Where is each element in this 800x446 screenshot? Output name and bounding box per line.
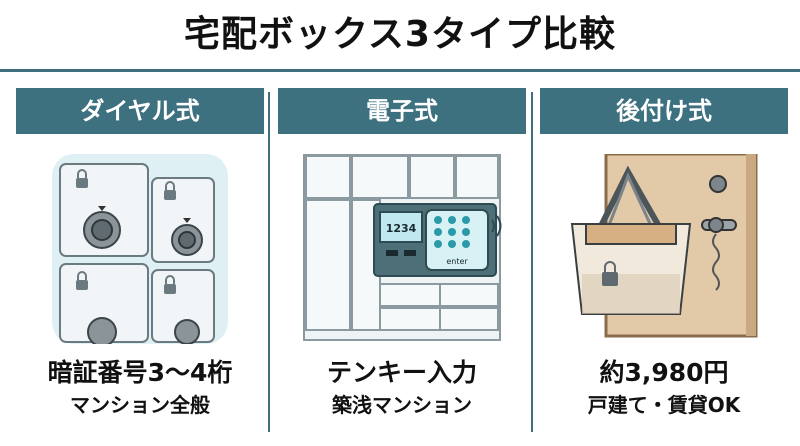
- dial-lock-locker-icon: [16, 154, 264, 344]
- keypad-locker-icon: 1234 enter: [278, 154, 526, 344]
- column-divider: [531, 92, 533, 432]
- keypad-enter-label: enter: [446, 257, 468, 266]
- page-title: 宅配ボックス3タイプ比較: [184, 14, 616, 55]
- column-header: 電子式: [278, 88, 526, 134]
- column-header: 後付け式: [540, 88, 788, 134]
- column-retrofit-type: 後付け式 約3,980円 戸建て・賃貸OK: [540, 88, 788, 440]
- feature-secondary: マンション全般: [70, 393, 210, 417]
- feature-primary: 暗証番号3〜4桁: [47, 358, 233, 387]
- feature-primary: 約3,980円: [599, 358, 729, 387]
- keypad-screen-code: 1234: [386, 222, 417, 235]
- feature-primary: テンキー入力: [326, 358, 477, 387]
- column-divider: [268, 92, 270, 432]
- feature-secondary: 戸建て・賃貸OK: [587, 393, 741, 417]
- door-hanging-bag-icon: [540, 154, 788, 344]
- column-dial-type: ダイヤル式: [16, 88, 264, 440]
- title-underline: [0, 69, 800, 72]
- column-electronic-type: 電子式 1234: [278, 88, 526, 440]
- feature-secondary: 築浅マンション: [332, 393, 472, 417]
- column-header: ダイヤル式: [16, 88, 264, 134]
